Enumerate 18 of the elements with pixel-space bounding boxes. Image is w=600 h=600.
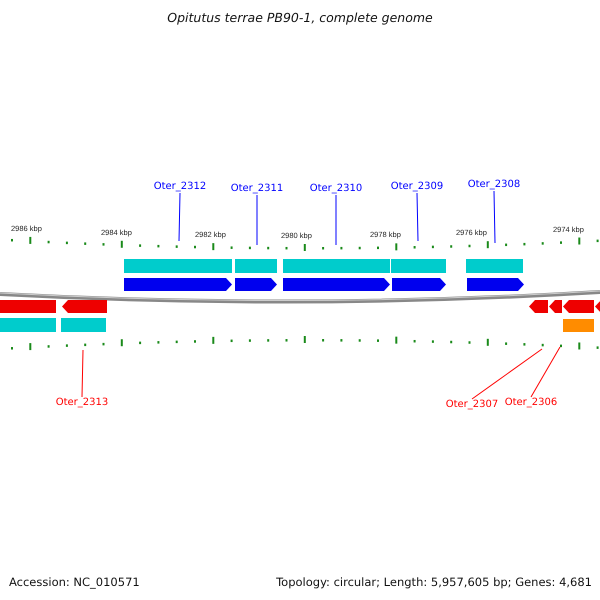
leader-line <box>494 190 496 244</box>
leader-line <box>416 192 418 242</box>
gene-label: Oter_2310 <box>310 183 362 195</box>
gene-label: Oter_2306 <box>504 397 558 409</box>
gene-label: Oter_2311 <box>230 183 284 195</box>
leader-line <box>472 348 542 400</box>
leader-line <box>530 346 560 398</box>
gene-label: Oter_2308 <box>468 179 520 191</box>
leader-line <box>82 350 84 398</box>
genome-stats-text: Topology: circular; Length: 5,957,605 bp; Genes: 4,681 <box>276 575 592 589</box>
gene-label: Oter_2309 <box>390 181 444 193</box>
accession-text: Accession: NC_010571 <box>9 575 140 589</box>
title: Opitutus terrae PB90-1, complete genome <box>166 10 434 25</box>
gene-label: Oter_2312 <box>154 181 206 193</box>
leader-line <box>178 192 180 242</box>
gene-label: Oter_2313 <box>56 397 108 409</box>
gene-label: Oter_2307 <box>446 399 498 411</box>
leader-line <box>256 194 258 246</box>
